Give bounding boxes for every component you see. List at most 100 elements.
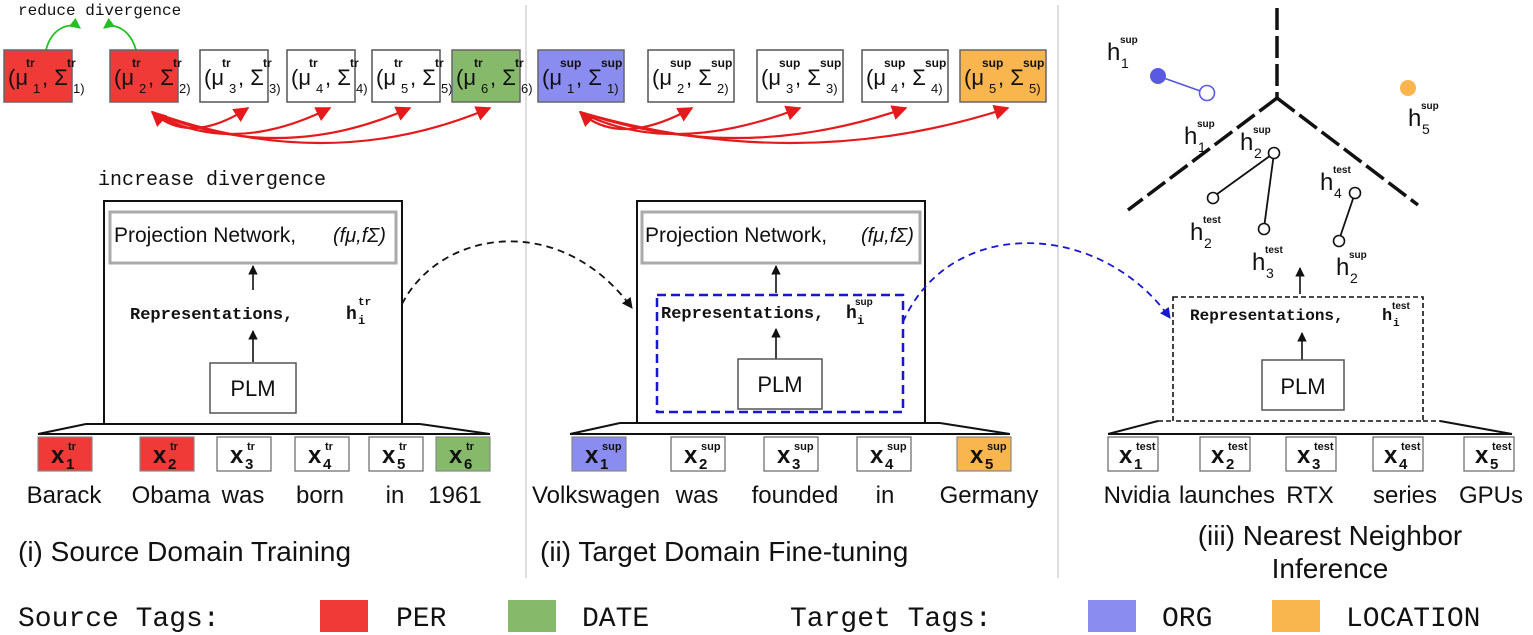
test-plm-label: PLM	[1280, 374, 1325, 399]
token-index: 4	[1399, 456, 1408, 473]
gaussian-mu: (μ	[542, 65, 562, 90]
sentence-word: 1961	[428, 482, 481, 509]
token-sup: sup	[602, 441, 622, 453]
increase-divergence-label: increase divergence	[98, 169, 326, 192]
token-index: 2	[699, 456, 707, 473]
target-projection-math: (fμ,fΣ)	[861, 225, 914, 247]
support-point-1-mean	[1198, 84, 1216, 102]
token-var: x	[1475, 442, 1489, 469]
gaussian-sigma: , Σ	[325, 65, 351, 90]
test-representation-sub: i	[1393, 318, 1400, 330]
target-caption: (ii) Target Domain Fine-tuning	[540, 536, 908, 567]
gaussian-mu: (μ	[456, 65, 476, 90]
token-box	[571, 436, 627, 472]
gaussian-sigma: , Σ	[238, 65, 264, 90]
gaussian-mu: (μ	[761, 65, 781, 90]
point-label-var: h	[1190, 219, 1203, 246]
target-plm-box	[737, 358, 823, 410]
gaussian-index: 3	[786, 81, 793, 96]
gaussian-index: 1	[33, 81, 40, 96]
token-var: x	[1211, 442, 1225, 469]
sentence-word: born	[296, 482, 344, 509]
point-label-sup: sup	[1349, 250, 1367, 261]
gaussian-sup: sup	[925, 56, 946, 70]
point-label-index: 2	[1254, 145, 1262, 161]
token-index: 6	[464, 456, 472, 473]
token-var: x	[449, 442, 463, 469]
test-caption-line2: Inference	[1272, 553, 1389, 584]
legend-label: PER	[396, 604, 447, 635]
gaussian-sup: tr	[350, 56, 359, 70]
point-label-var: h	[1240, 129, 1253, 156]
point-label-var: h	[1408, 105, 1421, 132]
target-projection-network	[640, 210, 922, 265]
gaussian-index: 2	[139, 81, 146, 96]
target-divergence-arrows	[578, 104, 1010, 145]
transfer-arrow-1	[401, 240, 633, 309]
reduce-divergence-label: reduce divergence	[18, 2, 181, 20]
token-box	[139, 436, 195, 472]
token-index: 4	[323, 456, 332, 473]
gaussian-sup: tr	[26, 56, 35, 70]
gaussian-index: 4)	[356, 81, 368, 96]
token-box	[956, 436, 1012, 472]
gaussian-index: 3)	[269, 81, 281, 96]
gaussian-box	[3, 49, 73, 103]
token-sup: sup	[794, 441, 814, 453]
test-plm-box	[1261, 359, 1345, 411]
token-box	[294, 436, 350, 472]
gaussian-index: 5)	[1029, 81, 1041, 96]
token-var: x	[51, 442, 65, 469]
gaussian-box	[199, 49, 269, 103]
gaussian-box	[861, 49, 949, 103]
source-plm-box	[209, 362, 297, 414]
sentence-word: Barack	[27, 482, 103, 509]
source-representation-sup: tr	[358, 297, 371, 309]
gaussian-index: 5	[401, 81, 408, 96]
gaussian-sup: sup	[982, 56, 1003, 70]
target-representation-var: h	[846, 304, 857, 324]
gaussian-mu: (μ	[866, 65, 886, 90]
point-label-index: 3	[1266, 265, 1274, 281]
point-label-var: h	[1184, 123, 1197, 150]
sentence-word: was	[221, 482, 265, 509]
gaussian-index: 4	[891, 81, 898, 96]
gaussian-sup: tr	[515, 56, 524, 70]
legend-swatch	[1272, 600, 1320, 632]
token-box	[368, 436, 424, 472]
test-representation-var: h	[1382, 307, 1392, 326]
gaussian-index: 2)	[179, 81, 191, 96]
token-sup: tr	[325, 441, 334, 453]
transfer-arrow-2	[902, 242, 1171, 323]
point-label-index: 1	[1121, 55, 1129, 71]
point-label-sup: test	[1203, 215, 1221, 226]
legend-label: LOCATION	[1346, 604, 1480, 635]
legend-swatch	[508, 600, 556, 632]
gaussian-index: 2)	[717, 81, 729, 96]
gaussian-box	[371, 49, 441, 103]
token-var: x	[870, 442, 884, 469]
gaussian-sup: tr	[309, 56, 318, 70]
token-var: x	[1297, 442, 1311, 469]
gaussian-sup: tr	[67, 56, 76, 70]
gaussian-index: 4	[316, 81, 323, 96]
legend-label: ORG	[1162, 604, 1212, 635]
point-label-sup: sup	[1253, 125, 1271, 136]
point-label-index: 5	[1422, 121, 1430, 137]
gaussian-sigma: , Σ	[576, 65, 602, 90]
token-index: 1	[1134, 456, 1142, 473]
token-sup: test	[1136, 441, 1156, 453]
token-var: x	[1384, 442, 1398, 469]
gaussian-box	[451, 49, 521, 103]
gaussian-sigma: , Σ	[148, 65, 174, 90]
token-index: 1	[600, 456, 608, 473]
reduce-arrow-right	[45, 17, 81, 51]
gaussian-sup: tr	[132, 56, 141, 70]
gaussian-sup: sup	[711, 56, 732, 70]
